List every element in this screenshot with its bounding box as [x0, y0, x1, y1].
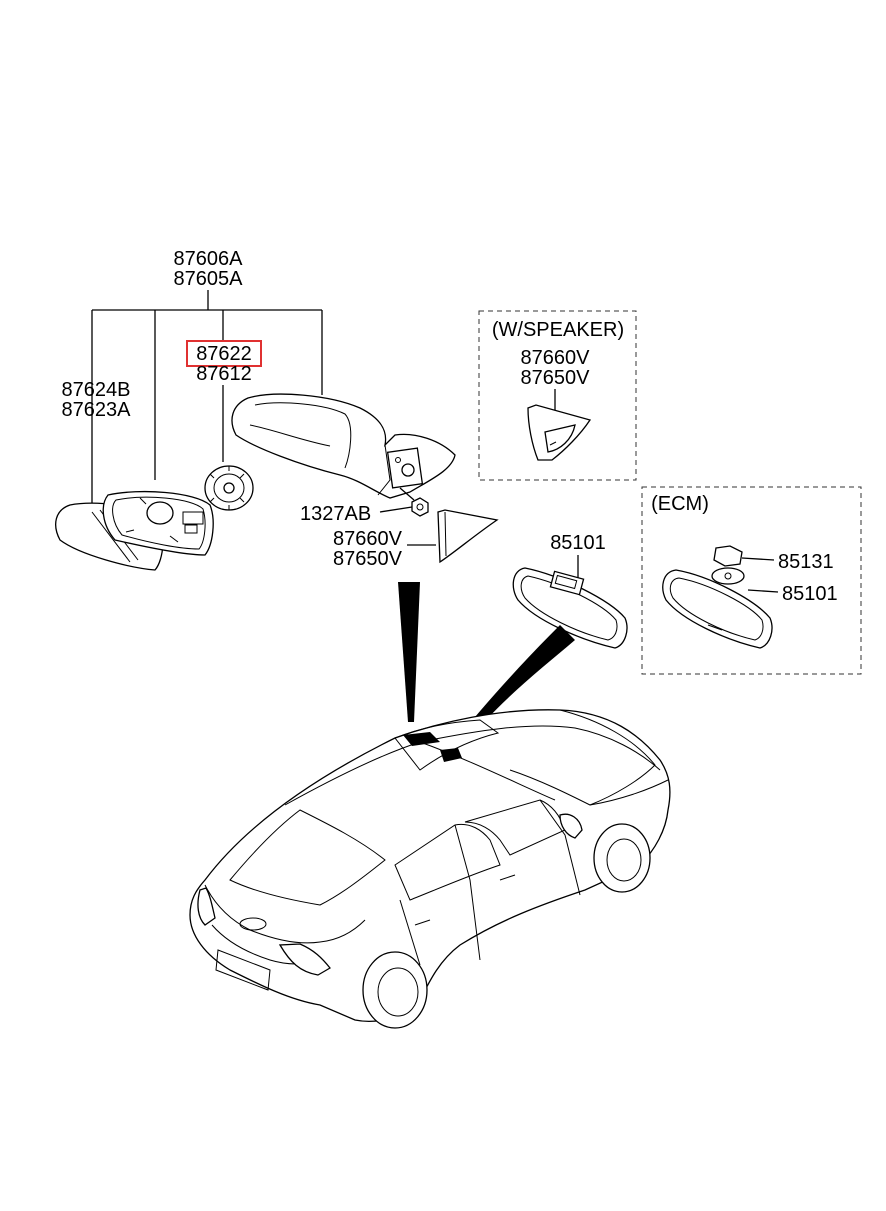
ecm-label-85131[interactable]: 85131 [778, 551, 834, 573]
label-85101[interactable]: 85101 [550, 532, 606, 554]
car-illustration [189, 709, 671, 1029]
label-87606A[interactable]: 87606A [174, 248, 244, 270]
label-87624B[interactable]: 87624B [62, 379, 131, 401]
label-87605A[interactable]: 87605A [174, 268, 244, 290]
highlight-box [186, 340, 262, 367]
speaker-cover-part[interactable] [527, 404, 592, 461]
ecm-label-85101[interactable]: 85101 [782, 583, 838, 605]
label-87622[interactable]: 87622 [196, 343, 252, 365]
label-87612[interactable]: 87612 [196, 363, 252, 385]
speaker-box [478, 310, 637, 481]
assembly-leader-lines [91, 290, 323, 505]
mirror-backing-plate[interactable] [102, 490, 214, 556]
ecm-box-title: (ECM) [651, 493, 709, 515]
inside-mirror-part[interactable] [512, 567, 628, 649]
speaker-box-title: (W/SPEAKER) [492, 319, 624, 341]
triangle-cover-part[interactable] [437, 509, 499, 564]
ecm-box [641, 486, 862, 675]
speaker-label-lower[interactable]: 87650V [521, 367, 591, 389]
pointer-outside-mirror [398, 582, 420, 722]
ecm-mirror-leader [747, 589, 779, 593]
screw-leader [379, 506, 413, 513]
ecm-cover-part[interactable] [713, 545, 743, 567]
screw-pointer [399, 487, 415, 501]
ecm-cover-leader [741, 557, 775, 561]
label-87623A[interactable]: 87623A [62, 399, 132, 421]
label-87650V[interactable]: 87650V [333, 548, 403, 570]
mirror-housing-part[interactable] [231, 393, 456, 499]
speaker-label-upper[interactable]: 87660V [521, 347, 591, 369]
screw-part[interactable] [411, 497, 429, 517]
actuator-part[interactable] [204, 465, 254, 511]
label-87660V[interactable]: 87660V [333, 528, 403, 550]
ecm-mirror-part[interactable] [662, 567, 773, 649]
label-1327AB[interactable]: 1327AB [300, 503, 371, 525]
